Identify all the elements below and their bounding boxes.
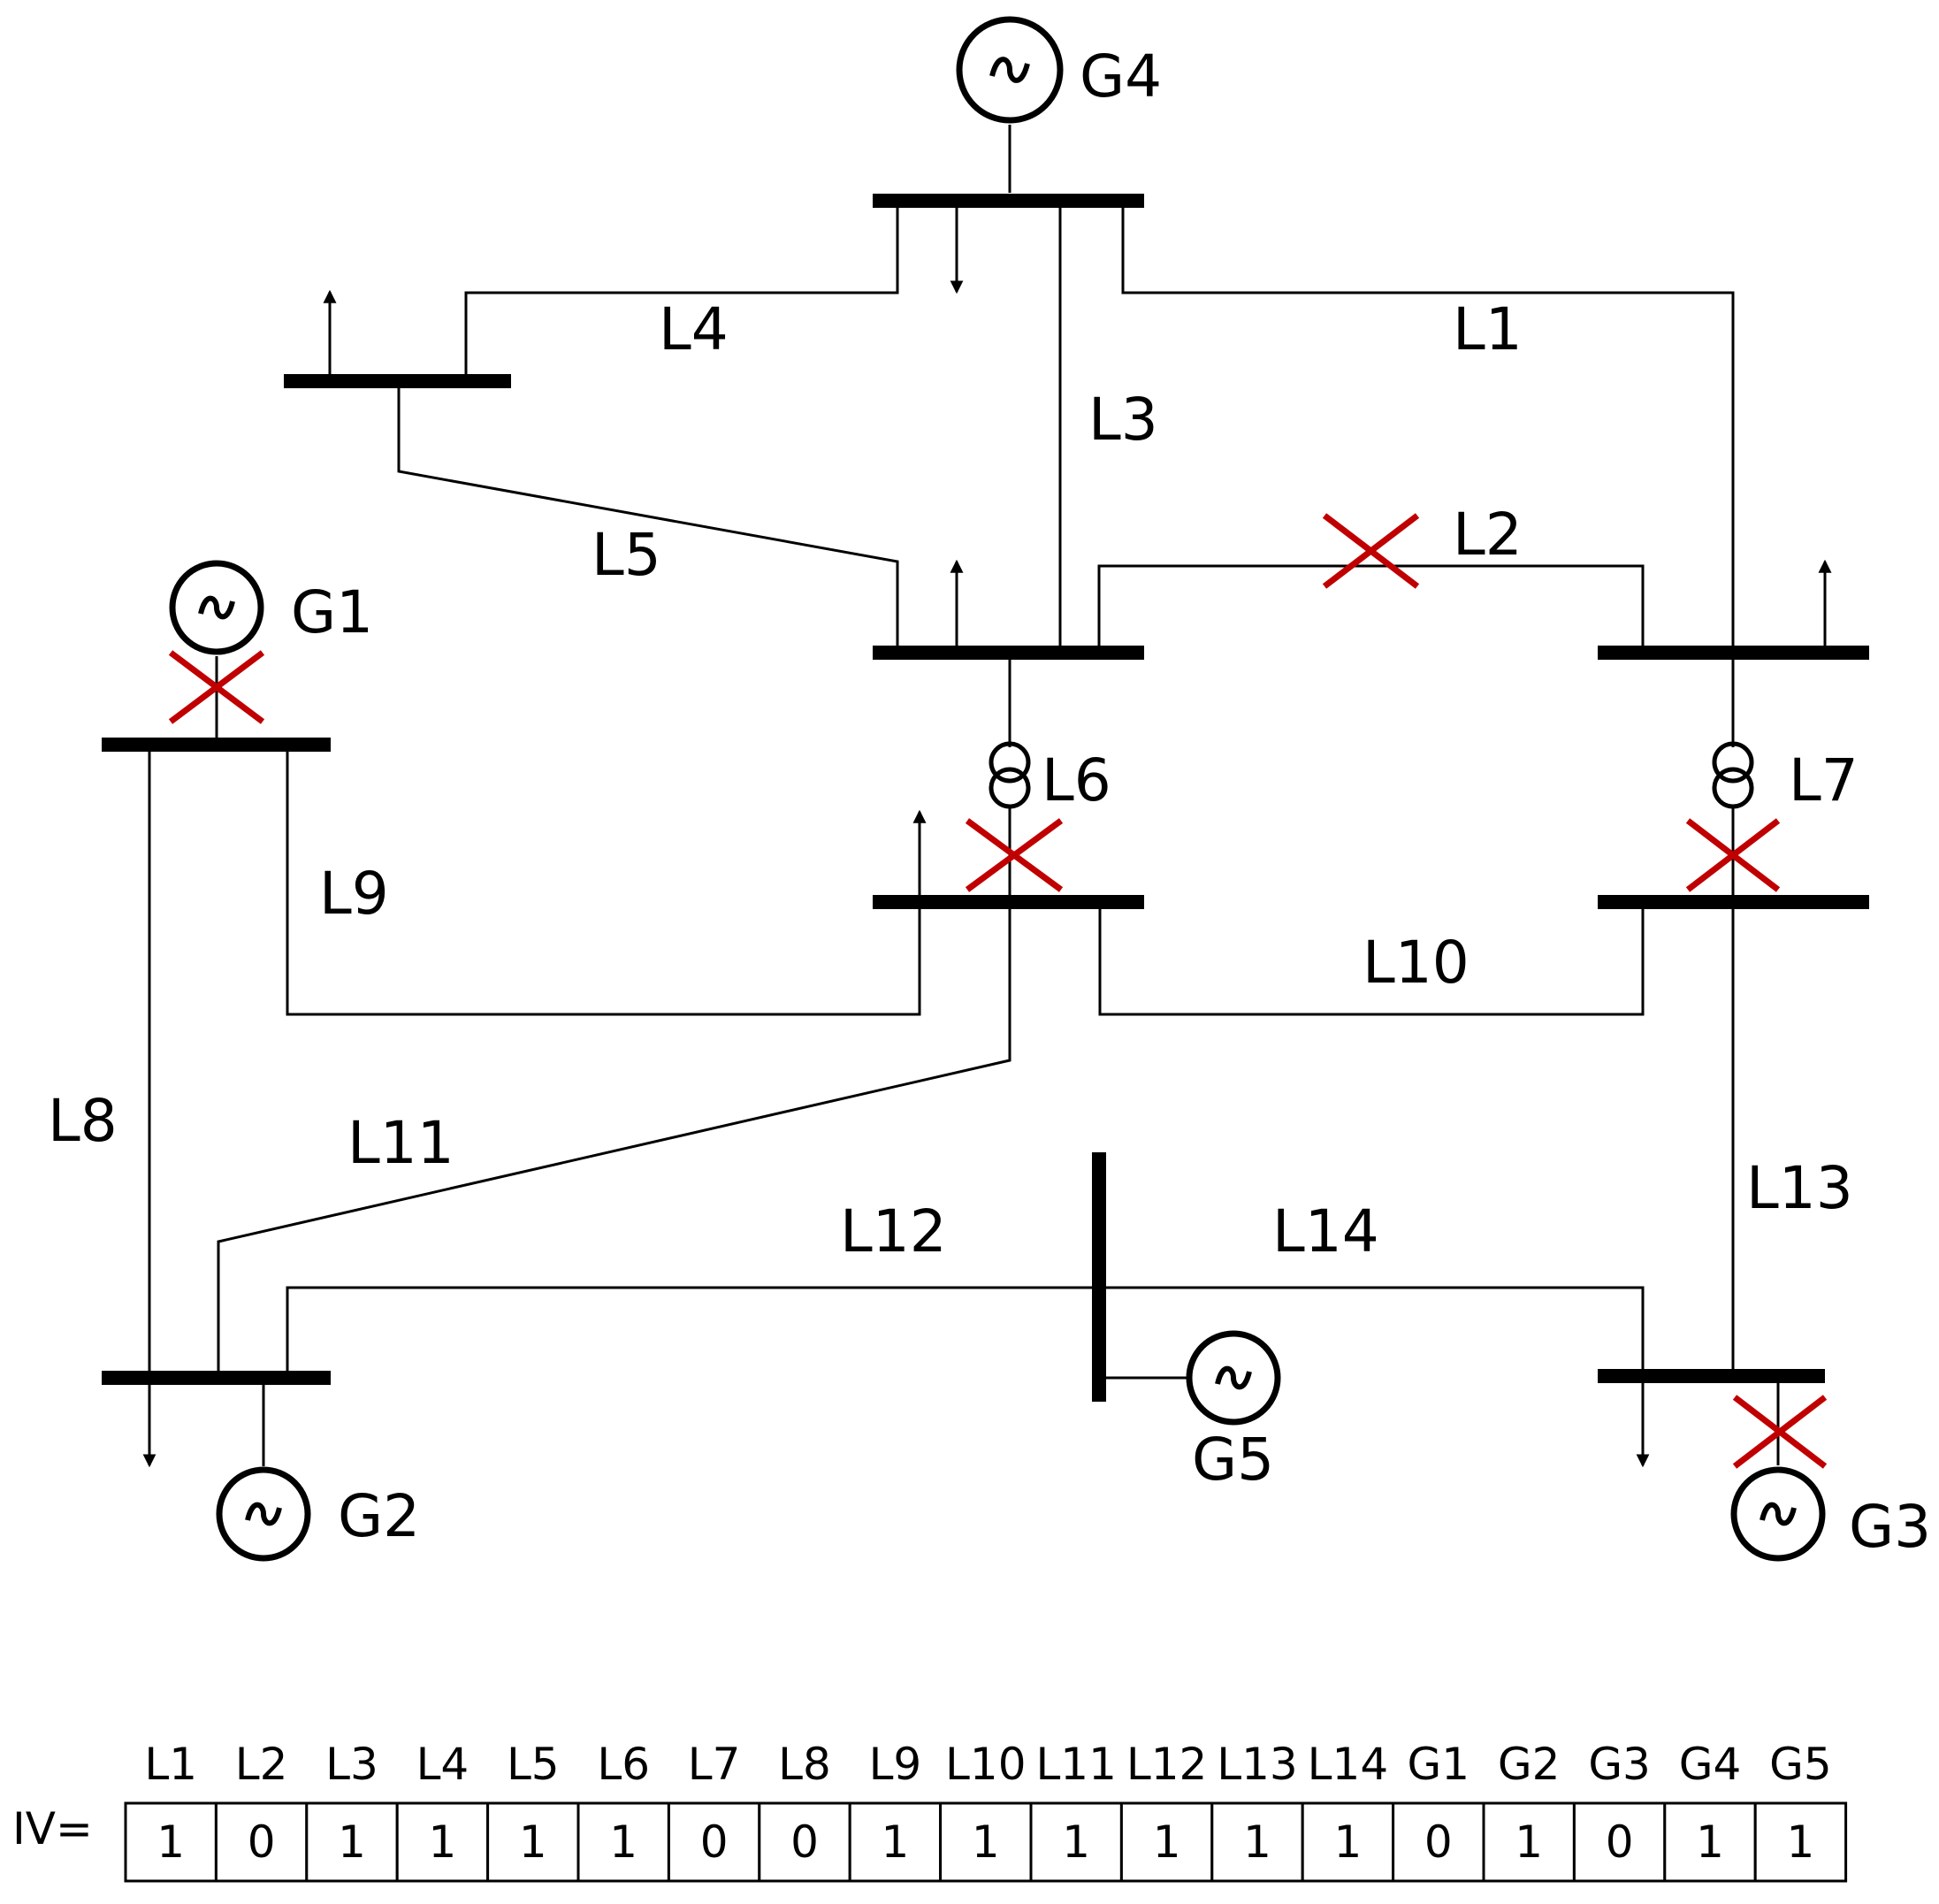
label-g2: G2 — [338, 1482, 420, 1550]
generator-icon — [216, 1466, 311, 1562]
buses — [102, 194, 1869, 1402]
iv-cell — [1572, 1801, 1667, 1883]
iv-value-l1: 1 — [156, 1816, 185, 1868]
iv-cell — [758, 1801, 851, 1883]
label-g1: G1 — [291, 578, 373, 646]
iv-value-l4: 1 — [428, 1816, 456, 1868]
outage-x-icon — [965, 818, 1064, 892]
label-l9: L9 — [319, 860, 389, 928]
line-l2 — [1097, 564, 1645, 650]
iv-value-l12: 1 — [1153, 1816, 1181, 1868]
label-g3: G3 — [1849, 1493, 1931, 1561]
label-l5: L5 — [592, 521, 661, 589]
labels: L1 L2 L3 L4 L5 L6 L7 L8 L9 L10 L11 L12 L… — [48, 42, 1931, 1561]
iv-header-l11: L11 — [1035, 1739, 1116, 1790]
line-l5 — [397, 383, 899, 650]
generator-icon — [1186, 1330, 1281, 1426]
iv-header-l1: L1 — [144, 1739, 197, 1790]
iv-value-g2: 1 — [1515, 1816, 1543, 1868]
transformer-icon — [1712, 741, 1754, 809]
label-l10: L10 — [1363, 929, 1470, 997]
label-l3: L3 — [1088, 386, 1158, 454]
iv-header-l13: L13 — [1217, 1739, 1297, 1790]
iv-value-l13: 1 — [1243, 1816, 1271, 1868]
line-l10 — [1098, 902, 1645, 1016]
iv-value-l5: 1 — [519, 1816, 547, 1868]
generator-icon — [1730, 1466, 1826, 1562]
label-l8: L8 — [48, 1087, 118, 1155]
label-l4: L4 — [659, 295, 729, 363]
iv-header-l12: L12 — [1126, 1739, 1207, 1790]
iv-header-g5: G5 — [1769, 1739, 1832, 1790]
generator-icon — [169, 560, 264, 655]
iv-value-l14: 1 — [1333, 1816, 1362, 1868]
outage-x-icon — [1322, 513, 1420, 589]
iv-cell — [1753, 1801, 1848, 1883]
iv-value-l7: 0 — [700, 1816, 729, 1868]
iv-value-l11: 1 — [1062, 1816, 1090, 1868]
iv-cell — [1392, 1801, 1485, 1883]
label-g4: G4 — [1080, 42, 1162, 111]
iv-table: IV= L11L20L31L41L51L61L70L80L91L101L111L… — [12, 1739, 1848, 1883]
iv-value-g5: 1 — [1786, 1816, 1814, 1868]
iv-header-l3: L3 — [325, 1739, 378, 1790]
line-l1 — [1121, 201, 1735, 648]
outage-x-icon — [168, 650, 265, 724]
label-g5: G5 — [1192, 1426, 1274, 1494]
iv-cell — [667, 1801, 761, 1883]
lines — [148, 125, 1780, 1466]
iv-header-l14: L14 — [1308, 1739, 1388, 1790]
iv-cell — [214, 1801, 309, 1883]
iv-header-l5: L5 — [507, 1739, 560, 1790]
iv-cell — [1029, 1801, 1123, 1883]
iv-value-l2: 0 — [248, 1816, 276, 1868]
label-l13: L13 — [1746, 1154, 1853, 1222]
iv-prefix: IV= — [12, 1803, 93, 1854]
label-l14: L14 — [1272, 1197, 1379, 1266]
iv-header-l4: L4 — [416, 1739, 469, 1790]
iv-header-l9: L9 — [869, 1739, 922, 1790]
iv-cell — [1210, 1801, 1304, 1883]
iv-cell — [305, 1801, 399, 1883]
iv-header-g3: G3 — [1588, 1739, 1651, 1790]
outage-x-icon — [1732, 1395, 1828, 1469]
iv-header-l8: L8 — [778, 1739, 831, 1790]
iv-header-g4: G4 — [1679, 1739, 1742, 1790]
iv-cell — [486, 1801, 580, 1883]
iv-value-l3: 1 — [338, 1816, 366, 1868]
outage-x-icon — [1685, 818, 1781, 892]
iv-header-l6: L6 — [597, 1739, 650, 1790]
line-l4 — [464, 201, 899, 375]
iv-value-l6: 1 — [609, 1816, 637, 1868]
iv-cells: L11L20L31L41L51L61L70L80L91L101L111L121L… — [124, 1739, 1848, 1883]
iv-value-g3: 0 — [1606, 1816, 1634, 1868]
line-l14 — [1099, 1286, 1645, 1373]
line-l9 — [286, 746, 921, 1016]
label-l2: L2 — [1453, 501, 1523, 569]
label-l12: L12 — [840, 1197, 947, 1266]
label-l11: L11 — [347, 1109, 454, 1177]
line-l11 — [217, 902, 1011, 1373]
iv-value-l8: 0 — [790, 1816, 819, 1868]
iv-cell — [1301, 1801, 1395, 1883]
iv-cell — [848, 1801, 943, 1883]
label-l1: L1 — [1453, 295, 1523, 363]
iv-value-g1: 0 — [1424, 1816, 1453, 1868]
line-l12 — [286, 1286, 1099, 1373]
label-l6: L6 — [1042, 746, 1111, 814]
iv-header-g2: G2 — [1498, 1739, 1561, 1790]
iv-header-g1: G1 — [1408, 1739, 1470, 1790]
iv-header-l10: L10 — [945, 1739, 1026, 1790]
iv-value-l9: 1 — [881, 1816, 909, 1868]
iv-value-l10: 1 — [972, 1816, 1000, 1868]
label-l7: L7 — [1789, 746, 1859, 814]
iv-cell — [576, 1801, 670, 1883]
generator-icon — [956, 16, 1064, 124]
iv-header-l7: L7 — [688, 1739, 741, 1790]
iv-header-l2: L2 — [235, 1739, 288, 1790]
loads — [142, 203, 1832, 1468]
transformer-icon — [989, 741, 1031, 809]
iv-value-g4: 1 — [1696, 1816, 1724, 1868]
